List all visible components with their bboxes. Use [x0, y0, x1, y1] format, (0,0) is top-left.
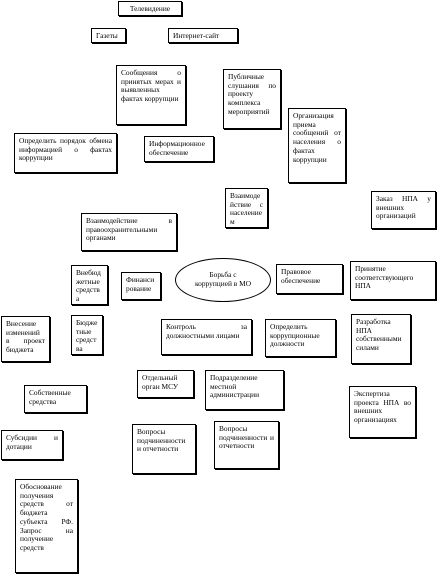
node-separate-body: Отдельный орган МСУ	[137, 370, 194, 398]
node-hearings: Публичные слушания по проекту комплекса …	[223, 69, 281, 129]
node-newspapers: Газеты	[91, 28, 126, 43]
node-order-external: Заказ НПА у внешних организаций	[371, 191, 436, 229]
node-subsidies: Субсидии и дотации	[1, 430, 63, 460]
node-website: Интернет-сайт	[168, 28, 238, 43]
node-own-funds: Собственные средства	[24, 385, 87, 413]
node-exchange-order: Определить порядок обмена информацией о …	[14, 133, 117, 173]
node-accountability-1: Вопросы подчиненности и отчетности	[132, 424, 196, 474]
node-legal-support: Правовое обеспечение	[276, 264, 343, 294]
node-television: Телевидение	[118, 1, 182, 16]
node-justification: Обоснование получения средств от бюджета…	[15, 479, 78, 573]
node-accountability-2: Вопросы подчиненности и отчетности	[214, 421, 279, 469]
node-receiving-reports: Организация приема сообщений от населени…	[288, 108, 346, 183]
node-reports: Сообщения о принятых мерах и выявленных …	[116, 65, 186, 125]
node-budget-amend: Внесение изменений в проект бюджета	[1, 316, 50, 362]
node-center: Борьба с коррупцией в МО	[175, 258, 271, 302]
node-interaction-law: Взаимодействие в правоохранительными орг…	[81, 213, 177, 251]
node-control-officials: Контроль за должностными лицами	[161, 319, 252, 355]
node-info-support: Информационное обеспечение	[144, 136, 214, 162]
node-budget-funds: Бюджетные средства	[71, 315, 103, 355]
node-corrupt-positions: Определить коррупционные должности	[265, 319, 336, 357]
node-expertise: Экспертиза проекта НПА во внешних органи…	[349, 386, 416, 438]
node-local-unit: Подразделение местной администрации	[205, 370, 284, 410]
node-interaction-population: Взаимодействие с населением	[225, 188, 268, 228]
node-extrabudget-funds: Внебюджетные средства	[71, 265, 108, 305]
node-develop-own: Разработка НПА собственными силами	[351, 314, 411, 364]
node-financing: Финансирование	[121, 272, 161, 300]
node-adopt-npa: Принятие соответствующего НПА	[350, 261, 436, 300]
